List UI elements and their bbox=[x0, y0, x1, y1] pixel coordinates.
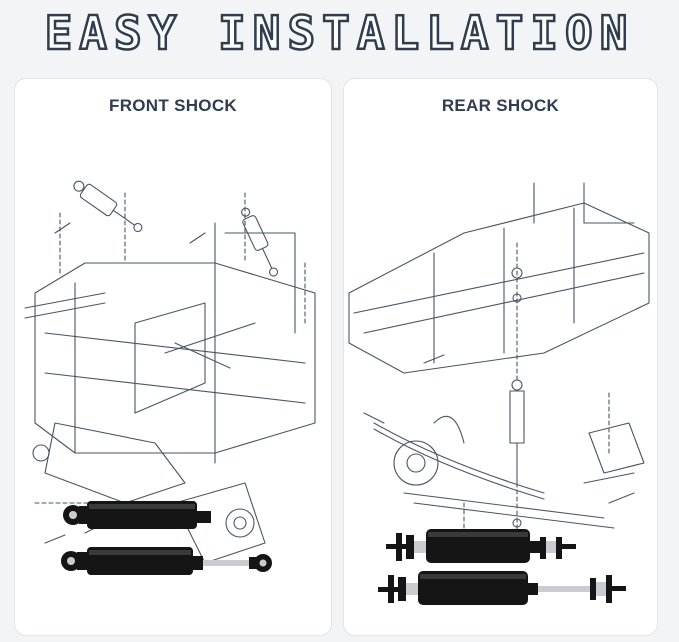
rear-shock-panel: REAR SHOCK bbox=[343, 78, 658, 636]
front-shock-panel: FRONT SHOCK bbox=[14, 78, 332, 636]
front-suspension-diagram bbox=[24, 180, 316, 564]
front-shock-title: FRONT SHOCK bbox=[109, 96, 237, 115]
headline: EASY INSTALLATION bbox=[43, 5, 635, 62]
rear-shock-title: REAR SHOCK bbox=[441, 96, 560, 115]
rear-suspension-diagram bbox=[348, 182, 650, 559]
